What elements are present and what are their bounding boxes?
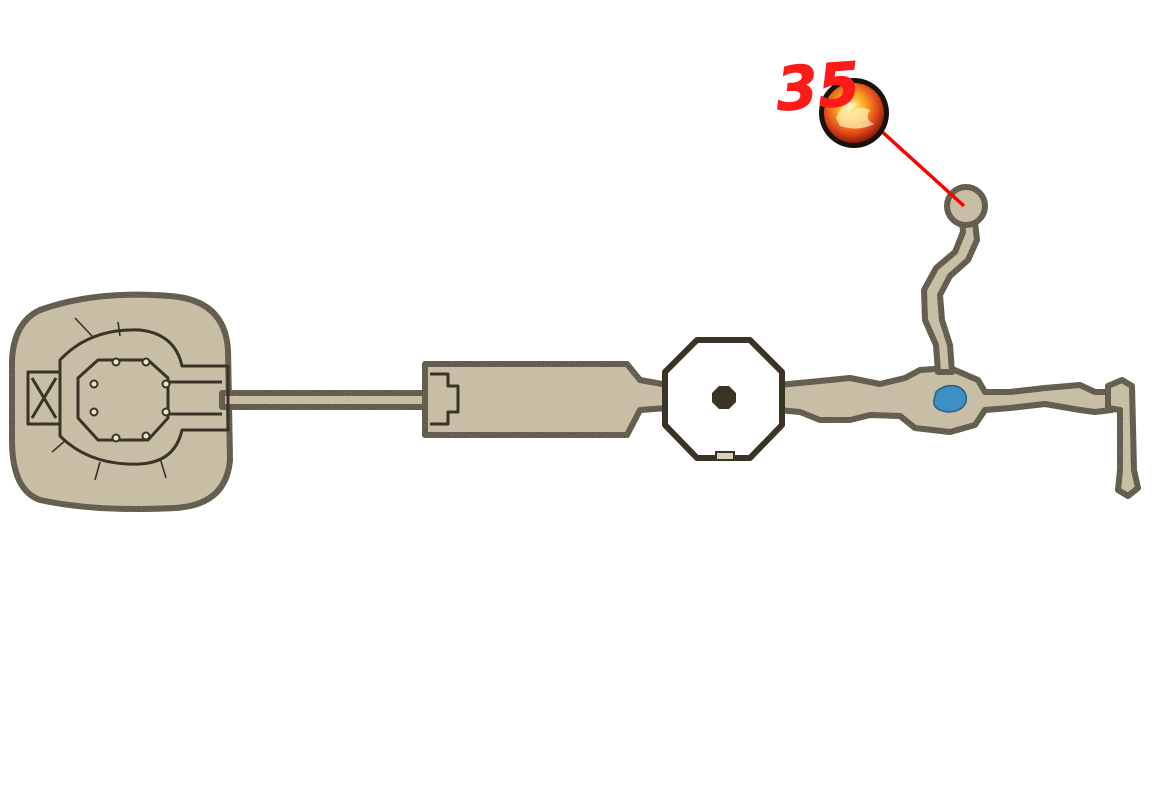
west-altar-cross [30,377,58,419]
octagon-south-door [715,451,735,461]
marker-leader-line [876,126,966,208]
west-inner-ring [58,328,230,466]
marker-number-label: 35 [774,50,862,126]
west-corridor [219,390,435,410]
hall-step [430,372,460,426]
central-pillar [712,386,736,409]
west-cracks [51,317,167,481]
east-hook [1105,377,1141,499]
pillar-post [111,357,121,367]
north-tunnel [921,219,980,375]
west-approach [165,380,222,416]
fire-orb-icon[interactable] [819,78,889,148]
pillar-post [161,379,171,389]
pillar-post [141,431,151,441]
pillar-post [161,407,171,417]
west-altar [26,370,62,426]
pillar-post [141,357,151,367]
water-pool [933,384,968,413]
central-hall [422,361,671,438]
north-nook [944,184,988,228]
pillar-post [111,433,121,443]
pillar-post [89,407,99,417]
pillar-post [89,379,99,389]
